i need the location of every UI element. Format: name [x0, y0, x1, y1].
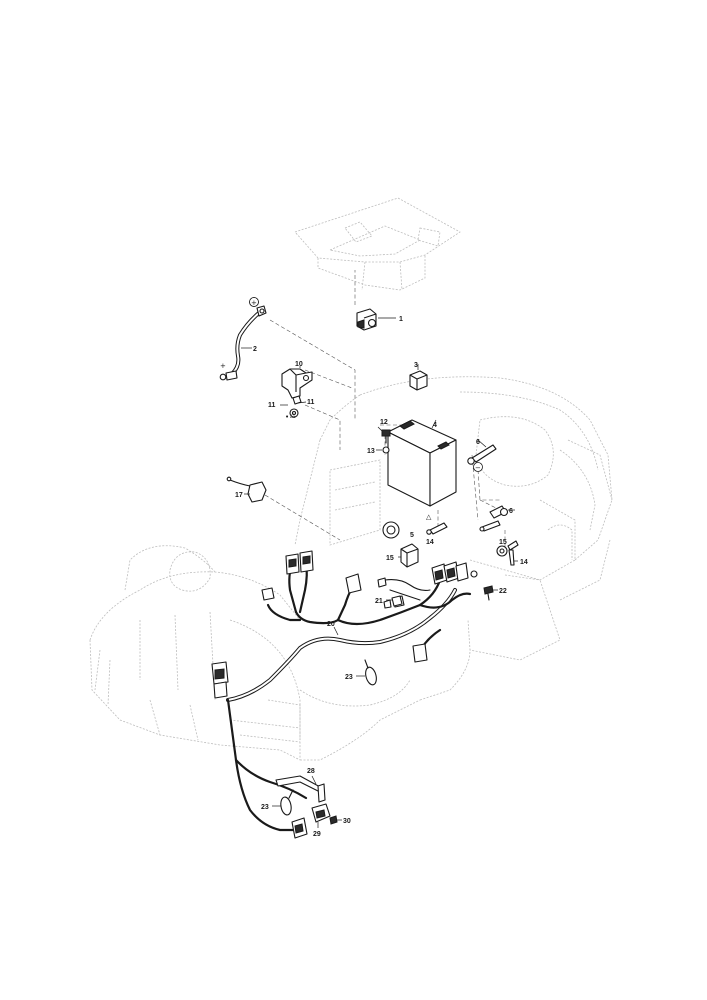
plus-icon: +	[220, 362, 226, 370]
callout-13: 13	[367, 448, 375, 455]
part-6-terminal-lower	[479, 505, 515, 532]
warning-icon-2: △	[426, 513, 432, 521]
part-4-battery	[387, 419, 457, 507]
callout-29: 29	[313, 831, 321, 838]
part-10-battery-bracket	[281, 366, 313, 399]
callout-17: 17	[235, 492, 243, 499]
callout-30: 30	[343, 818, 351, 825]
part-3-plug	[409, 364, 428, 391]
part-17-seat-switch	[226, 476, 267, 503]
part-6-terminal-upper	[467, 439, 497, 465]
callout-14-right: 14	[520, 559, 528, 566]
callout-3: 3	[414, 362, 418, 369]
part-30-screw	[329, 815, 342, 825]
tractor-body-outline	[89, 197, 613, 761]
callout-20: 20	[327, 621, 335, 628]
part-11-nuts	[280, 395, 307, 418]
assembly-guide-lines	[264, 270, 513, 561]
part-12-13-screw-washer	[376, 426, 391, 454]
callout-6-upper: 6	[476, 439, 480, 446]
callout-12: 12	[380, 419, 388, 426]
callout-10: 10	[295, 361, 303, 368]
callout-11-left: 11	[268, 402, 276, 409]
callout-21: 21	[375, 598, 383, 605]
callout-15-right: 15	[499, 539, 507, 546]
callout-1: 1	[399, 316, 403, 323]
horn	[382, 521, 400, 539]
callout-23-upper: 23	[345, 674, 353, 681]
part-23-cable-tie-upper	[356, 659, 377, 686]
part-15-relay-left	[398, 543, 419, 568]
plus-circle-icon: +	[251, 299, 257, 307]
callout-15-left: 15	[386, 555, 394, 562]
part-21-connector	[386, 595, 403, 607]
callout-4: 4	[433, 422, 437, 429]
callout-6-lower: 6	[509, 508, 513, 515]
warning-icon-1: △	[290, 411, 296, 419]
callout-14-left: 14	[426, 539, 434, 546]
callout-22: 22	[499, 588, 507, 595]
part-15-grommet-right	[496, 545, 508, 557]
part-14-fuse-holder-left	[426, 522, 448, 535]
callout-5: 5	[410, 532, 414, 539]
part-23-cable-tie-lower	[272, 789, 294, 816]
part-1-safety-switch	[356, 308, 396, 331]
callout-2: 2	[253, 346, 257, 353]
callout-23-lower: 23	[261, 804, 269, 811]
callout-28: 28	[307, 768, 315, 775]
part-2-battery-cable	[219, 297, 267, 381]
part-29-switch-mount	[311, 803, 331, 828]
polarity-symbols: + − + △ △ •	[220, 297, 483, 521]
dot-icon: •	[285, 413, 289, 421]
part-20-wiring-harness	[211, 550, 478, 839]
part-28-bracket-rod	[275, 775, 326, 803]
part-22-screw	[483, 585, 498, 601]
minus-circle-icon: −	[475, 464, 481, 472]
callout-labels: 1 2 3 4 5 6 6 10 11 11 12 13 14 14 15 15…	[235, 316, 528, 838]
part-14-fuse-holder-right	[507, 540, 519, 566]
callout-11-right: 11	[307, 399, 315, 406]
